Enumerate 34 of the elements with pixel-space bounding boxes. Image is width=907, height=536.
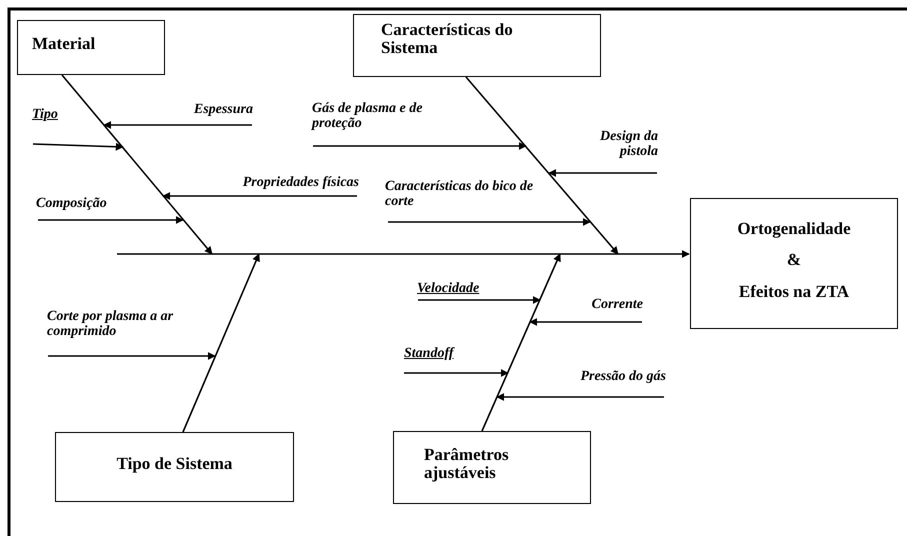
effect-box: Ortogenalidade & Efeitos na ZTA (690, 198, 898, 329)
cause-arrow (548, 169, 657, 177)
cause-arrow (103, 121, 252, 129)
cause-label: Corrente (590, 298, 643, 313)
cause-label: Standoff (404, 347, 456, 362)
cause-arrow (418, 296, 541, 304)
cause-arrow (32, 142, 124, 151)
category-box: Tipo de Sistema (55, 432, 294, 502)
cause-arrow (38, 216, 184, 224)
category-box: Parâmetros ajustáveis (393, 431, 591, 504)
spine-arrow (117, 250, 690, 258)
bone-arrow (182, 253, 260, 432)
cause-label: Composição (36, 197, 108, 212)
cause-arrow (404, 369, 509, 377)
cause-arrow (48, 352, 216, 360)
cause-label: Gás de plasma e de proteção (312, 102, 424, 132)
category-box: Material (17, 20, 165, 75)
cause-label: Velocidade (417, 282, 480, 297)
cause-arrow (388, 218, 591, 226)
cause-label: Tipo (32, 108, 59, 123)
cause-label: Design da pistola (599, 130, 658, 160)
cause-label: Pressão do gás (579, 370, 666, 385)
cause-arrow (313, 142, 527, 150)
cause-label: Espessura (192, 103, 253, 118)
cause-arrow (496, 393, 664, 401)
cause-label: Corte por plasma a ar comprimido (47, 310, 174, 340)
bone-arrow (481, 253, 561, 432)
category-box: Características do Sistema (353, 14, 601, 77)
cause-arrow (529, 318, 642, 326)
bone-arrow (61, 74, 213, 255)
cause-label: Propriedades físicas (242, 176, 359, 191)
cause-arrow (162, 192, 357, 200)
cause-label: Características do bico de corte (385, 180, 534, 210)
bone-arrow (465, 76, 619, 255)
